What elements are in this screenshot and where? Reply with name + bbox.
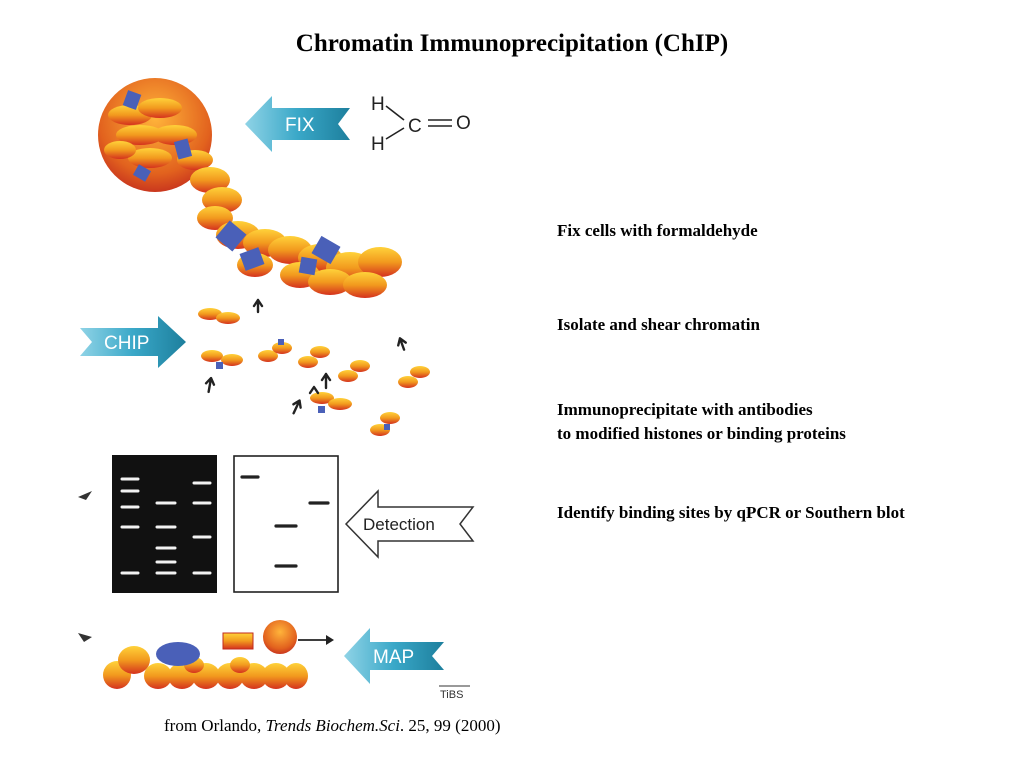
- formula-oxygen: O: [456, 113, 471, 134]
- chip-arrow: CHIP: [80, 316, 186, 368]
- step-immunoprecipitate: Immunoprecipitate with antibodies to mod…: [557, 398, 846, 446]
- chromatin-fragments: [198, 298, 430, 436]
- dark-gel: [112, 455, 217, 593]
- slide-title: Chromatin Immunoprecipitation (ChIP): [295, 30, 729, 57]
- formula-h-top: H: [371, 94, 385, 115]
- step-identify: Identify binding sites by qPCR or Southe…: [557, 501, 905, 525]
- bound-protein: [156, 642, 200, 666]
- citation-journal: Trends Biochem.Sci: [265, 716, 400, 735]
- detection-arrow: Detection: [344, 489, 475, 559]
- map-chromatin: [78, 620, 334, 689]
- light-gel: [233, 455, 339, 593]
- citation: from Orlando, Trends Biochem.Sci. 25, 99…: [164, 716, 501, 736]
- step-isolate: Isolate and shear chromatin: [557, 313, 760, 337]
- chip-label: CHIP: [104, 333, 149, 354]
- map-arrow: MAP: [344, 628, 444, 684]
- detection-label: Detection: [363, 515, 435, 534]
- step-isolate-text: Isolate and shear chromatin: [557, 315, 760, 334]
- step-immuno-line2: to modified histones or binding proteins: [557, 424, 846, 443]
- citation-prefix: from Orlando,: [164, 716, 266, 735]
- step-immuno-line1: Immunoprecipitate with antibodies: [557, 400, 813, 419]
- fix-label: FIX: [285, 115, 315, 136]
- tibs-text: TiBS: [440, 689, 463, 701]
- fix-arrow: FIX: [245, 96, 350, 152]
- citation-suffix: . 25, 99 (2000): [399, 716, 501, 735]
- formula-h-bottom: H: [371, 134, 385, 155]
- formula-carbon: C: [408, 116, 422, 137]
- chromatin-fiber: [98, 78, 402, 298]
- tibs-logo: TiBS: [439, 685, 470, 701]
- gel-pointer: [78, 491, 92, 500]
- formaldehyde-formula: H H C O: [371, 94, 471, 155]
- step-fix-text: Fix cells with formaldehyde: [557, 221, 758, 240]
- step-identify-text: Identify binding sites by qPCR or Southe…: [557, 503, 905, 522]
- step-fix: Fix cells with formaldehyde: [557, 219, 758, 243]
- map-label: MAP: [373, 647, 414, 668]
